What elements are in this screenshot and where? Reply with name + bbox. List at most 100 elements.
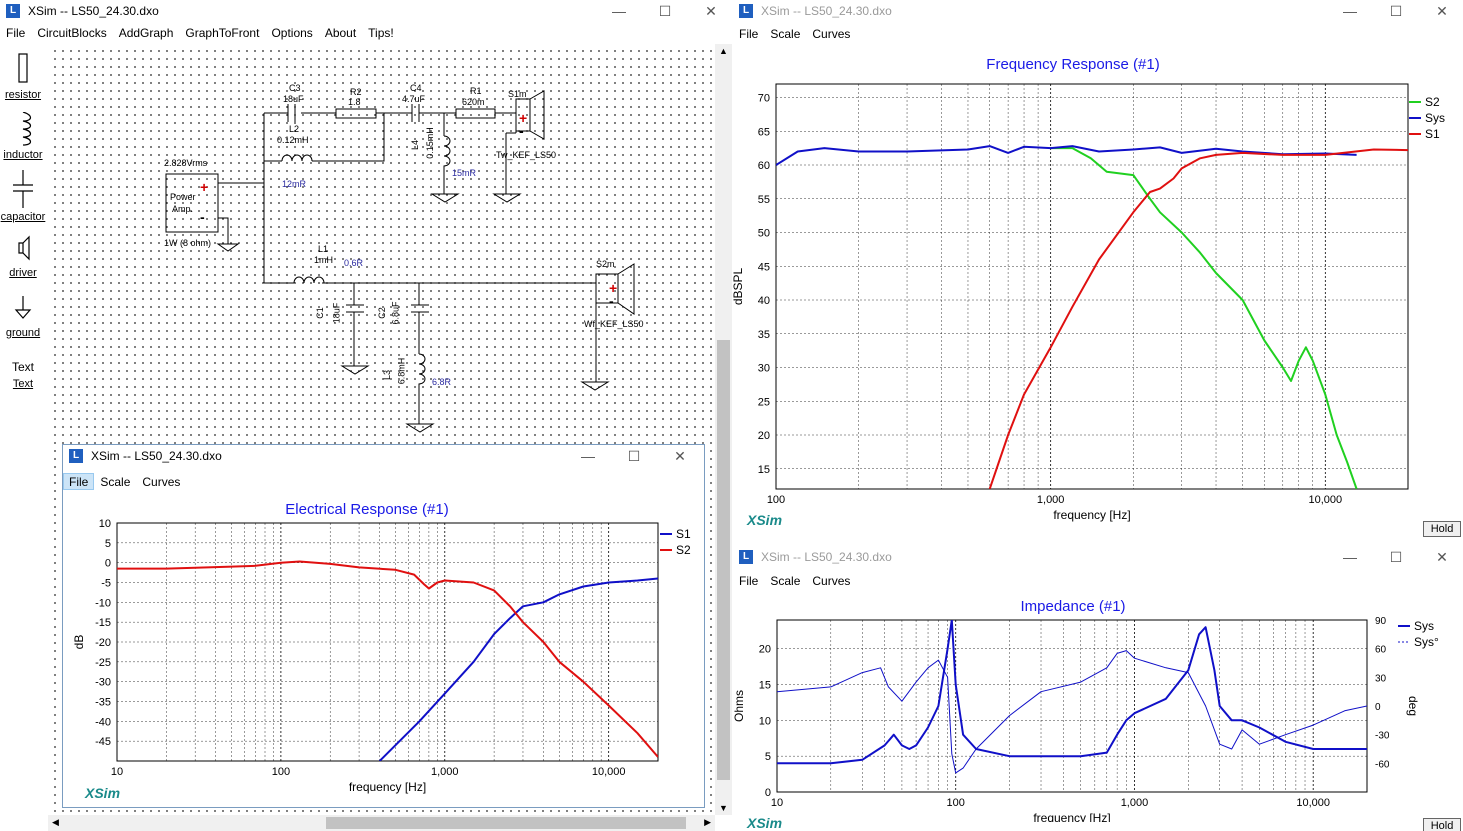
l4-value: 0.15mH — [424, 127, 435, 159]
electrical-titlebar[interactable]: L XSim -- LS50_24.30.dxo — ☐ ✕ — [63, 445, 704, 469]
y-tick-label: 65 — [758, 126, 770, 138]
menu-circuitblocks[interactable]: CircuitBlocks — [37, 26, 107, 40]
menu-curves[interactable]: Curves — [142, 475, 181, 489]
palette-text[interactable]: Text Text — [0, 360, 46, 390]
x-tick-label: 100 — [767, 494, 785, 506]
impedance-titlebar[interactable]: L XSim -- LS50_24.30.dxo — ☐ ✕ — [733, 546, 1463, 570]
scroll-hthumb[interactable] — [326, 817, 686, 829]
electrical-chart-title: Electrical Response (#1) — [285, 501, 449, 518]
y2-tick-label: 0 — [1375, 702, 1381, 713]
palette-resistor[interactable]: resistor — [0, 52, 46, 101]
menu-file[interactable]: File — [739, 27, 759, 41]
palette-ground-label: ground — [5, 327, 41, 339]
c1-value: 18uF — [331, 302, 342, 324]
frequency-chart-title: Frequency Response (#1) — [986, 56, 1160, 73]
c2-name: C2 — [376, 307, 387, 319]
l3-value: 6.8mH — [396, 357, 407, 385]
menu-about[interactable]: About — [324, 26, 357, 40]
minimize-icon[interactable]: — — [1343, 3, 1357, 19]
menu-curves[interactable]: Curves — [812, 27, 851, 41]
plot-frame — [775, 83, 1409, 490]
maximize-icon[interactable]: ☐ — [627, 448, 641, 464]
close-icon[interactable]: ✕ — [1436, 549, 1448, 565]
series-line-S1 — [988, 148, 1408, 489]
s1m-name: S1m — [508, 89, 527, 99]
palette-ground[interactable]: ground — [0, 294, 46, 339]
plot-frame — [116, 522, 659, 762]
maximize-icon[interactable]: ☐ — [658, 3, 672, 19]
y-tick-label: 50 — [758, 228, 770, 240]
horizontal-scrollbar[interactable]: ◀ ▶ — [48, 815, 715, 831]
menu-file[interactable]: File — [739, 574, 759, 588]
legend-label: Sys — [1425, 111, 1445, 125]
close-icon[interactable]: ✕ — [705, 3, 717, 19]
palette-resistor-label: resistor — [4, 89, 42, 101]
palette-inductor[interactable]: inductor — [0, 111, 46, 161]
menu-scale[interactable]: Scale — [770, 574, 801, 588]
menu-graphtofront[interactable]: GraphToFront — [185, 26, 260, 40]
scroll-down-icon[interactable]: ▼ — [719, 803, 728, 813]
scroll-thumb[interactable] — [717, 340, 730, 780]
menu-scale[interactable]: Scale — [100, 475, 131, 489]
svg-text:+: + — [609, 280, 617, 296]
c2-value: 6.8uF — [390, 301, 401, 325]
menu-options[interactable]: Options — [271, 26, 313, 40]
menu-tips[interactable]: Tips! — [368, 26, 394, 40]
minimize-icon[interactable]: — — [581, 448, 595, 464]
s2m-name: S2m — [596, 259, 615, 269]
maximize-icon[interactable]: ☐ — [1389, 549, 1403, 565]
vertical-scrollbar[interactable]: ▲ ▼ — [715, 44, 732, 815]
scroll-up-icon[interactable]: ▲ — [719, 46, 728, 56]
minimize-icon[interactable]: — — [1343, 549, 1357, 565]
palette-capacitor[interactable]: capacitor — [0, 170, 46, 223]
x-axis-label: frequency [Hz] — [1053, 508, 1130, 522]
palette-driver[interactable]: driver — [0, 234, 46, 279]
hold-button[interactable]: Hold — [1423, 521, 1461, 537]
y-axis-label: dBSPL — [733, 267, 745, 305]
y2-tick-label: -60 — [1375, 759, 1390, 770]
impedance-menubar: File Scale Curves — [733, 572, 1463, 592]
main-titlebar[interactable]: L XSim -- LS50_24.30.dxo — ☐ ✕ — [0, 0, 733, 24]
hold-button[interactable]: Hold — [1423, 818, 1461, 831]
scroll-left-icon[interactable]: ◀ — [52, 817, 59, 827]
menu-addgraph[interactable]: AddGraph — [118, 26, 174, 40]
c4-name: C4 — [410, 83, 422, 93]
y-tick-label: -5 — [101, 578, 111, 590]
frequency-titlebar[interactable]: L XSim -- LS50_24.30.dxo — ☐ ✕ — [733, 0, 1463, 24]
menu-curves[interactable]: Curves — [812, 574, 851, 588]
brand-label: XSim — [747, 815, 783, 831]
l4-name: L4 — [410, 139, 421, 151]
x-tick-label: 100 — [272, 766, 290, 778]
electrical-title: XSim -- LS50_24.30.dxo — [91, 449, 222, 463]
palette-inductor-label: inductor — [3, 149, 43, 161]
scroll-right-icon[interactable]: ▶ — [704, 817, 711, 827]
y-tick-label: 30 — [758, 363, 770, 375]
c4-value: 4.7uF — [402, 94, 426, 104]
menu-file[interactable]: File — [63, 473, 95, 490]
legend-label: S2 — [676, 543, 691, 557]
c1-name: C1 — [314, 307, 325, 319]
source-voltage-label: 2.828Vrms — [164, 158, 208, 168]
x-axis-label: frequency [Hz] — [349, 780, 426, 794]
close-icon[interactable]: ✕ — [1436, 3, 1448, 19]
brand-label: XSim — [747, 512, 783, 528]
s1m-model: Tw_KEF_LS50 — [496, 150, 557, 160]
menu-scale[interactable]: Scale — [770, 27, 801, 41]
legend-label: S2 — [1425, 95, 1440, 109]
resistor-icon — [18, 53, 28, 83]
close-icon[interactable]: ✕ — [674, 448, 686, 464]
y-tick-label: -35 — [95, 697, 111, 709]
x-tick-label: 1,000 — [1037, 494, 1065, 506]
l3-name: L3 — [382, 369, 393, 381]
schematic-wires: +- +- +- — [165, 90, 635, 433]
impedance-window: L XSim -- LS50_24.30.dxo — ☐ ✕ File Scale… — [733, 546, 1463, 831]
minimize-icon[interactable]: — — [612, 3, 626, 19]
y-tick-label: -40 — [95, 716, 111, 728]
legend-label: S1 — [1425, 127, 1440, 141]
legend-label: Sys — [1414, 619, 1434, 633]
inductor-icon — [22, 111, 32, 146]
maximize-icon[interactable]: ☐ — [1389, 3, 1403, 19]
palette-driver-label: driver — [9, 267, 37, 279]
y-tick-label: 40 — [758, 295, 770, 307]
menu-file[interactable]: File — [6, 26, 26, 40]
